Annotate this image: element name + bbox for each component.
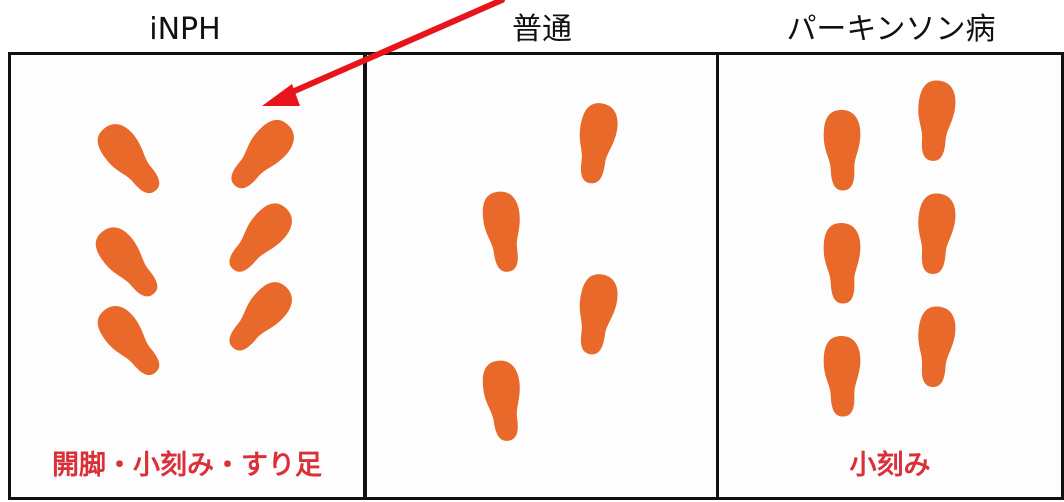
footprint-icon	[823, 222, 861, 304]
footprints-inph	[95, 119, 294, 376]
footprint-icon	[918, 80, 956, 161]
footprint-icon	[579, 274, 618, 355]
footprint-icon	[97, 306, 160, 376]
footprints-parkinsons	[823, 80, 956, 417]
footprint-icon	[229, 203, 292, 272]
caption-parkinsons: 小刻み	[849, 450, 931, 481]
footprint-icon	[231, 119, 294, 189]
footprint-icon	[579, 103, 618, 184]
footprint-icon	[918, 193, 956, 274]
panel-title-normal: 普通	[512, 12, 572, 47]
panel-inph: 開脚・小刻み・すり足	[8, 52, 366, 500]
footprint-icon	[823, 335, 861, 417]
footprints-normal	[482, 103, 618, 441]
footprint-icon	[918, 306, 956, 387]
panel-normal	[364, 52, 719, 500]
footprint-icon	[229, 282, 292, 351]
panel-parkinsons: 小刻み	[716, 52, 1064, 500]
footprint-icon	[823, 109, 861, 191]
caption-inph: 開脚・小刻み・すり足	[52, 450, 322, 481]
panel-title-parkinsons: パーキンソン病	[786, 12, 996, 47]
footprint-icon	[482, 191, 520, 272]
footprint-icon	[482, 360, 520, 441]
footprint-icon	[95, 227, 158, 297]
panel-title-inph: iNPH	[149, 12, 221, 47]
footprint-icon	[97, 124, 160, 194]
